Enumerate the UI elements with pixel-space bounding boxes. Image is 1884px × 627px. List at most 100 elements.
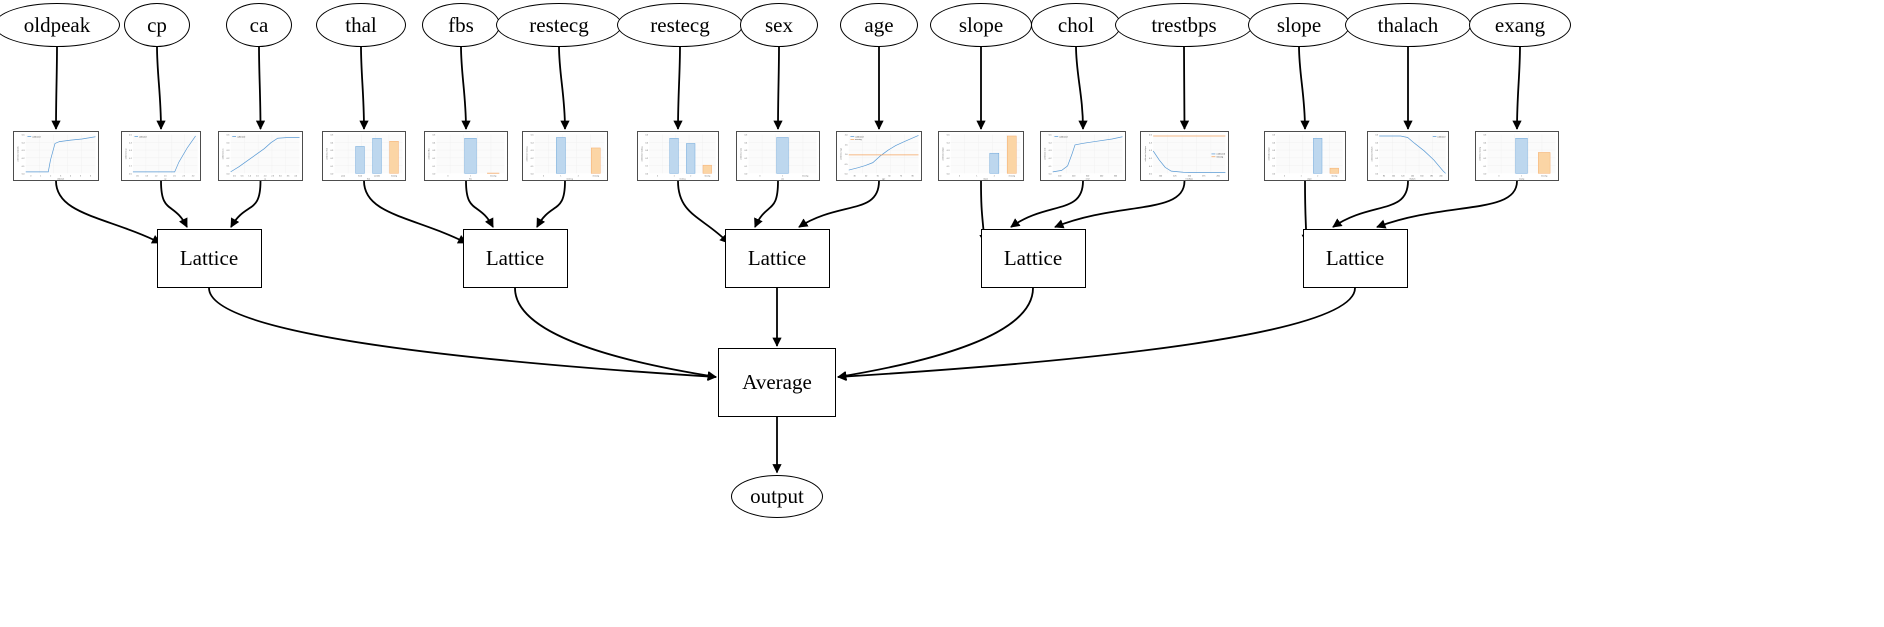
- svg-text:calibrated: calibrated: [1059, 135, 1067, 138]
- svg-text:missing: missing: [1541, 176, 1547, 178]
- feature-node-oldpeak[interactable]: oldpeak: [0, 3, 120, 47]
- svg-text:missing: missing: [1216, 157, 1223, 159]
- svg-text:restecg: restecg: [566, 177, 573, 180]
- svg-text:missing: missing: [593, 176, 599, 178]
- feature-node-cp[interactable]: cp: [124, 3, 190, 47]
- svg-text:500: 500: [1114, 176, 1117, 178]
- feature-node-thal[interactable]: thal: [316, 3, 406, 47]
- svg-text:0.1: 0.1: [947, 166, 951, 168]
- lattice-node-3[interactable]: Lattice: [980, 229, 1086, 288]
- svg-text:0: 0: [959, 176, 960, 178]
- svg-text:0.2: 0.2: [1272, 158, 1275, 160]
- svg-text:0.3: 0.3: [129, 150, 132, 152]
- svg-text:3: 3: [60, 176, 61, 178]
- svg-text:0.4: 0.4: [1049, 142, 1053, 144]
- svg-text:slope: slope: [1307, 178, 1312, 180]
- feature-node-label: oldpeak: [23, 12, 91, 37]
- svg-text:0.0: 0.0: [233, 176, 236, 178]
- svg-text:0.0: 0.0: [745, 174, 749, 176]
- feature-node-restecg[interactable]: restecg: [496, 3, 622, 47]
- svg-text:0.2: 0.2: [1375, 158, 1378, 160]
- svg-text:0.1: 0.1: [22, 166, 26, 168]
- svg-text:2.0: 2.0: [173, 175, 175, 177]
- feature-node-restecg2[interactable]: restecg: [617, 3, 743, 47]
- svg-text:calibrated age: calibrated age: [840, 148, 843, 160]
- svg-text:calibrated restecg: calibrated restecg: [640, 146, 643, 161]
- feature-node-sex[interactable]: sex: [740, 3, 818, 47]
- svg-text:0.0: 0.0: [1375, 174, 1378, 176]
- svg-text:1.5: 1.5: [164, 175, 166, 177]
- svg-text:missing: missing: [704, 176, 710, 178]
- lattice-node-4[interactable]: Lattice: [1302, 229, 1408, 288]
- svg-text:age: age: [882, 178, 886, 180]
- svg-text:100: 100: [1058, 176, 1061, 178]
- svg-text:0.4: 0.4: [1149, 142, 1153, 144]
- svg-text:calibrated exang: calibrated exang: [1479, 147, 1482, 161]
- svg-text:calibrated: calibrated: [1216, 153, 1225, 156]
- lattice-node-0[interactable]: Lattice: [156, 229, 262, 288]
- svg-text:0.2: 0.2: [433, 158, 436, 160]
- svg-text:missing: missing: [391, 176, 397, 178]
- svg-text:0.2: 0.2: [1049, 158, 1053, 160]
- average-node[interactable]: Average: [718, 348, 836, 417]
- svg-text:0.3: 0.3: [331, 150, 335, 152]
- svg-text:125: 125: [1173, 176, 1176, 178]
- feature-node-chol[interactable]: chol: [1031, 3, 1121, 47]
- svg-text:areal: areal: [341, 176, 346, 178]
- svg-text:0.3: 0.3: [1149, 150, 1153, 152]
- svg-text:2.5: 2.5: [271, 176, 274, 178]
- feature-node-thalach[interactable]: thalach: [1345, 3, 1471, 47]
- svg-text:0.5: 0.5: [146, 175, 148, 177]
- lattice-node-label: Lattice: [179, 246, 239, 270]
- svg-text:50: 50: [877, 176, 879, 178]
- svg-text:calibrated thal: calibrated thal: [326, 147, 329, 159]
- svg-text:0.2: 0.2: [645, 158, 648, 160]
- svg-text:1: 1: [976, 176, 977, 178]
- svg-text:1.0: 1.0: [155, 175, 157, 177]
- svg-text:0.2: 0.2: [227, 158, 230, 160]
- svg-text:0: 0: [1284, 176, 1285, 178]
- feature-node-ca[interactable]: ca: [226, 3, 292, 47]
- feature-node-slope[interactable]: slope: [930, 3, 1032, 47]
- svg-text:0.4: 0.4: [531, 142, 535, 144]
- lattice-node-1[interactable]: Lattice: [462, 229, 568, 288]
- svg-text:variable: variable: [374, 176, 380, 178]
- svg-text:0.5: 0.5: [227, 135, 231, 137]
- svg-text:0.1: 0.1: [645, 166, 648, 168]
- svg-text:missing: missing: [802, 176, 808, 178]
- svg-text:1: 1: [782, 176, 783, 178]
- svg-text:0.5: 0.5: [531, 135, 535, 137]
- svg-text:calibrated ca: calibrated ca: [222, 148, 225, 160]
- output-node[interactable]: output: [731, 474, 823, 518]
- svg-text:0.3: 0.3: [745, 150, 749, 152]
- svg-text:0: 0: [30, 176, 31, 178]
- svg-text:0.1: 0.1: [1149, 166, 1153, 168]
- svg-text:1.0: 1.0: [845, 154, 849, 156]
- svg-text:thal: thal: [367, 177, 371, 180]
- svg-text:0.0: 0.0: [947, 174, 951, 176]
- svg-text:1: 1: [1521, 176, 1522, 178]
- svg-text:0.2: 0.2: [22, 158, 26, 160]
- svg-text:30: 30: [853, 176, 855, 178]
- svg-text:0.4: 0.4: [227, 142, 231, 144]
- svg-text:3.0: 3.0: [192, 175, 194, 177]
- feature-node-label: exang: [1494, 12, 1546, 37]
- feature-node-slope2[interactable]: slope: [1248, 3, 1350, 47]
- svg-text:0.5: 0.5: [331, 135, 335, 137]
- lattice-node-2[interactable]: Lattice: [724, 229, 830, 288]
- svg-text:0.0: 0.0: [1484, 174, 1488, 176]
- feature-node-age[interactable]: age: [840, 3, 918, 47]
- svg-text:0.0: 0.0: [1149, 174, 1153, 176]
- feature-node-fbs[interactable]: fbs: [422, 3, 500, 47]
- svg-text:missing: missing: [1331, 176, 1337, 178]
- svg-text:0.5: 0.5: [947, 135, 951, 137]
- svg-text:2: 2: [690, 176, 691, 178]
- svg-text:0.5: 0.5: [129, 135, 132, 137]
- svg-text:200: 200: [1439, 176, 1442, 178]
- svg-text:0.2: 0.2: [129, 158, 132, 160]
- feature-node-exang[interactable]: exang: [1469, 3, 1571, 47]
- feature-node-trestbps[interactable]: trestbps: [1115, 3, 1253, 47]
